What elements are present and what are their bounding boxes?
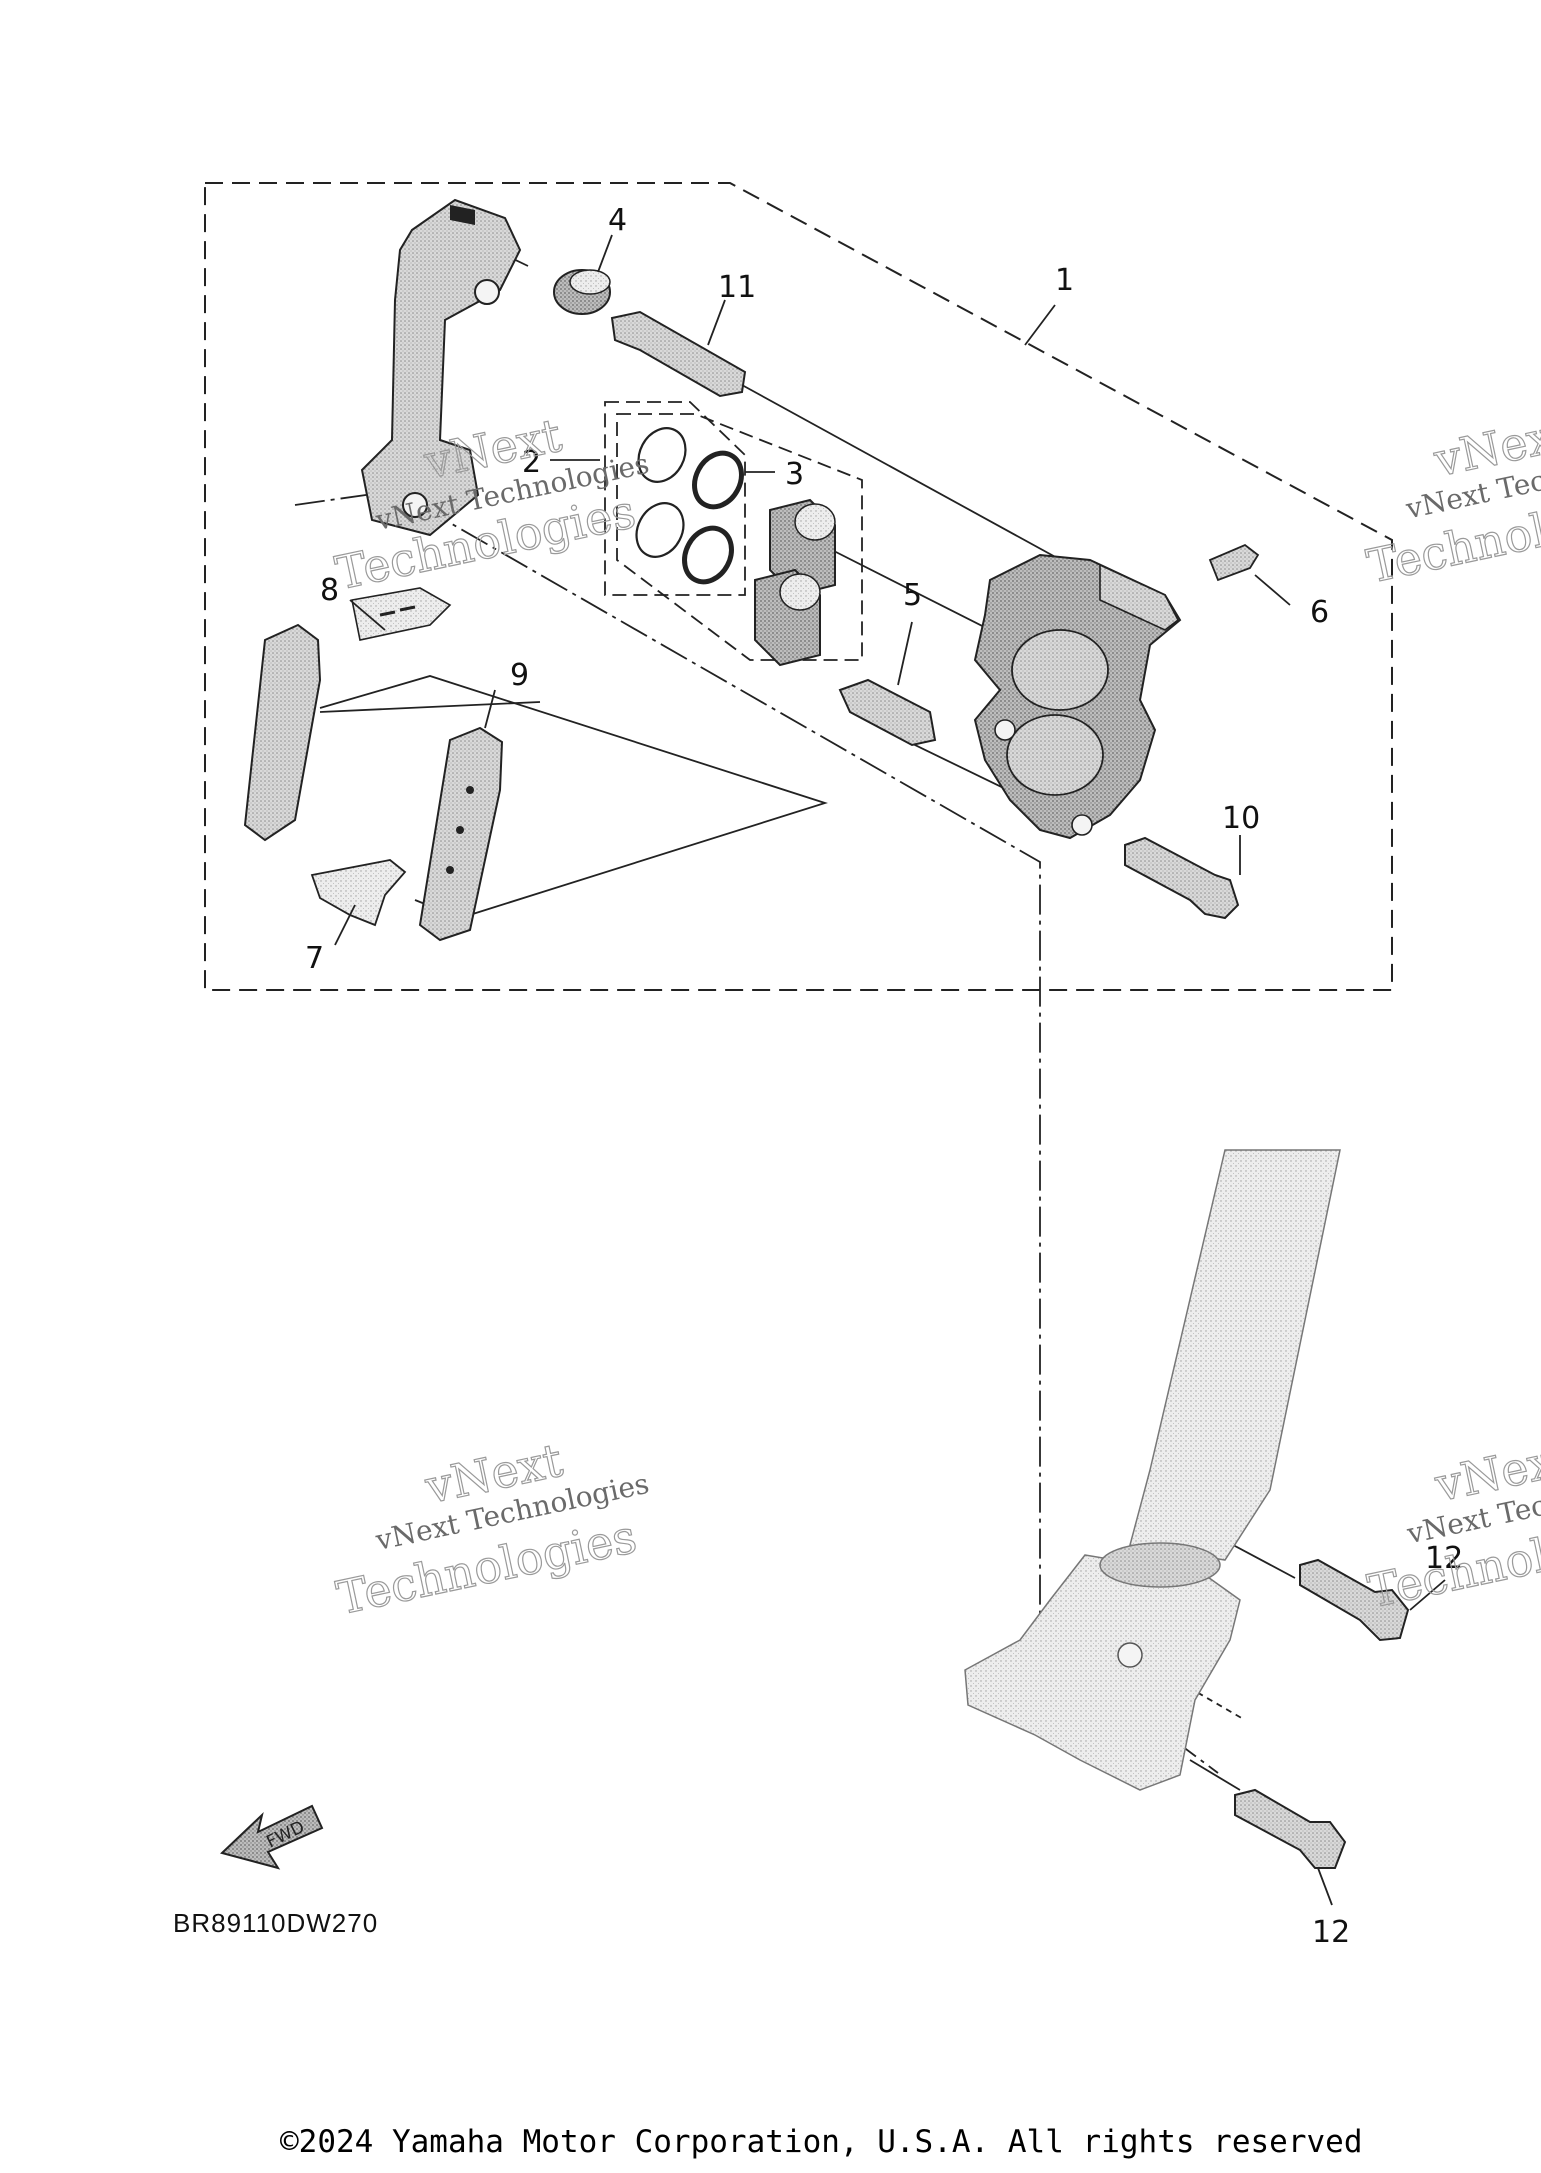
callout-10: 10 (1222, 801, 1260, 836)
assembly-outline (204, 182, 1393, 991)
pistons (754, 498, 836, 667)
bolt-part-10 (1124, 836, 1240, 920)
caliper-body (973, 553, 1182, 840)
brake-pads-part-9 (243, 623, 504, 942)
seal-rings-2 (635, 427, 687, 558)
forward-arrow-icon: FWD (220, 1804, 324, 1870)
callout-12-lower: 12 (1312, 1915, 1350, 1950)
callout-11: 11 (718, 270, 756, 305)
callout-labels: 1 2 3 4 5 6 7 8 9 10 11 12 12 (305, 203, 1463, 1950)
copyright-notice: ©2024 Yamaha Motor Corporation, U.S.A. A… (280, 2124, 1363, 2160)
bolts-part-12 (1234, 1558, 1410, 1869)
watermark-2: vNext vNext Technologies Technologies (1362, 405, 1541, 594)
callout-3: 3 (785, 457, 804, 492)
front-fork-tube (964, 1149, 1341, 1791)
callout-9: 9 (510, 658, 529, 693)
callout-12-upper: 12 (1425, 1541, 1463, 1576)
pin-part-5 (838, 678, 937, 747)
callout-1: 1 (1055, 263, 1074, 298)
callout-4: 4 (608, 203, 627, 238)
callout-leaders (334, 234, 1446, 1906)
bleed-screw-part-6 (1208, 543, 1260, 582)
seal-rings-3 (682, 450, 744, 585)
pad-clip-part-7 (310, 859, 407, 927)
callout-2: 2 (522, 445, 541, 480)
watermark-4: vNext vNext Technologies Technologies (1363, 1430, 1541, 1619)
seal-kit-outline-2 (604, 401, 746, 596)
watermark-3: vNext vNext Technologies Technologies (331, 1432, 652, 1626)
callout-8: 8 (320, 573, 339, 608)
piston-kit-outline-3 (616, 413, 863, 661)
callout-6: 6 (1310, 595, 1329, 630)
pad-spring-part-8 (351, 587, 452, 641)
caliper-bracket (360, 198, 522, 537)
boot-part-4 (553, 269, 611, 315)
diagram-code: BR89110DW270 (173, 1908, 378, 1938)
callout-5: 5 (903, 578, 922, 613)
pin-part-11 (610, 310, 747, 398)
callout-7: 7 (305, 941, 324, 976)
